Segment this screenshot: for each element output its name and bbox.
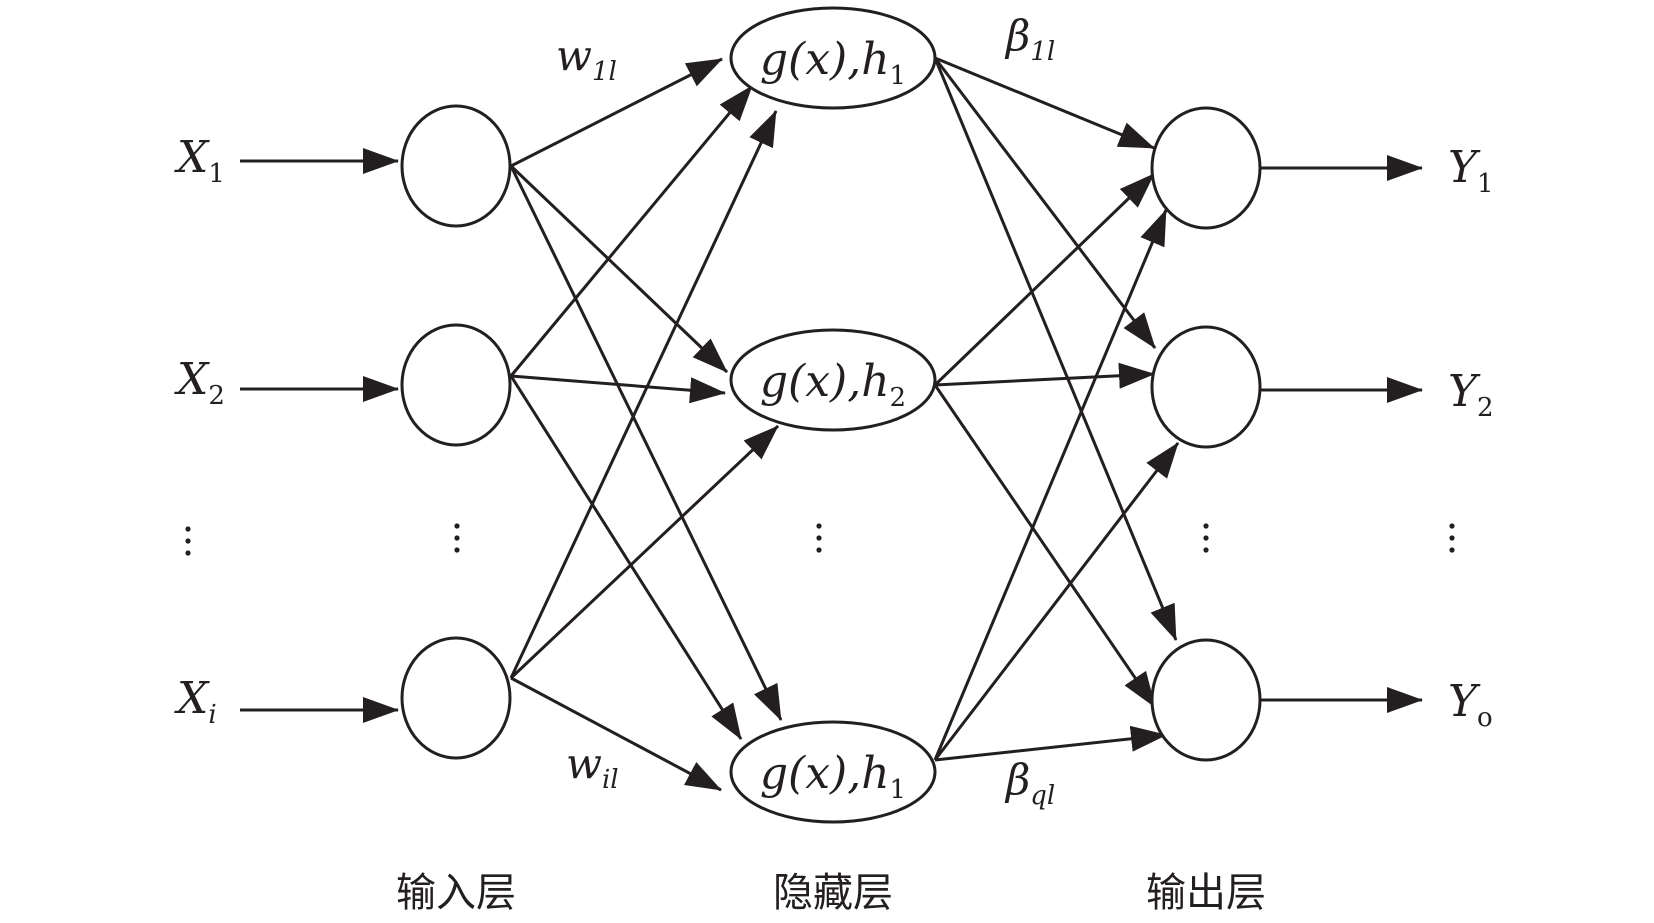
output-label-y1: Y1 xyxy=(1448,142,1494,199)
conn-in2-h3 xyxy=(509,375,743,740)
conn-ini-h3 xyxy=(510,676,722,792)
hidden-node-2 xyxy=(729,328,937,432)
hidden-node-3 xyxy=(729,720,937,824)
conn-h2-out1 xyxy=(933,172,1156,387)
layer-label-hidden: 隐藏层 xyxy=(773,870,893,916)
conn-ini-h1 xyxy=(509,110,778,679)
input-label-xi: Xi xyxy=(174,673,217,730)
vertical-ellipsis-input-labels xyxy=(185,526,191,556)
weight-label-wil: wil xyxy=(566,739,619,795)
weight-label-w1l: w1l xyxy=(556,31,617,87)
layer-label-input: 输入层 xyxy=(396,870,516,916)
hidden-node-3-label: g(x),h1 xyxy=(760,748,906,805)
conn-h2-outo xyxy=(933,384,1157,708)
output-label-y2: Y2 xyxy=(1448,366,1494,423)
input-label-x2: X2 xyxy=(174,354,225,411)
weight-label-b1l: β1l xyxy=(1004,11,1055,67)
vertical-ellipsis-output-nodes xyxy=(1203,523,1209,553)
output-node-1 xyxy=(1150,106,1262,230)
conn-in1-h1 xyxy=(510,57,723,168)
output-node-o xyxy=(1150,638,1262,762)
input-node-1 xyxy=(400,104,512,228)
hidden-node-1 xyxy=(729,6,937,110)
input-arrows xyxy=(240,148,399,723)
output-label-yo: Yo xyxy=(1448,676,1493,733)
input-layer-nodes xyxy=(400,104,512,760)
output-node-2 xyxy=(1150,325,1262,449)
conn-h3-out2 xyxy=(933,442,1180,761)
conn-h1-out2 xyxy=(933,57,1157,349)
input-label-x1: X1 xyxy=(174,132,225,189)
conn-h1-outo xyxy=(933,57,1178,641)
weight-label-bql: βql xyxy=(1004,755,1055,811)
hidden-layer-nodes xyxy=(729,6,937,824)
ellipsis-dots xyxy=(185,523,1455,556)
hidden-node-1-label: g(x),h1 xyxy=(760,34,906,91)
hidden-output-connections xyxy=(933,56,1180,762)
layer-label-output: 输出层 xyxy=(1146,870,1266,916)
conn-ini-h2 xyxy=(509,424,780,680)
input-hidden-connections xyxy=(509,57,783,792)
conn-in1-h2 xyxy=(509,164,729,374)
conn-in2-h2 xyxy=(510,374,726,404)
output-arrows xyxy=(1259,155,1423,713)
conn-h2-out2 xyxy=(934,362,1155,389)
input-node-i xyxy=(400,636,512,760)
vertical-ellipsis-input-nodes xyxy=(454,523,460,553)
output-layer-nodes xyxy=(1150,106,1262,762)
input-node-2 xyxy=(400,323,512,447)
vertical-ellipsis-hidden-nodes xyxy=(816,523,822,553)
conn-h1-out1 xyxy=(934,56,1155,150)
conn-in2-h1 xyxy=(509,85,754,377)
conn-h3-out1 xyxy=(933,209,1168,761)
hidden-node-2-label: g(x),h2 xyxy=(760,356,906,413)
conn-h3-outo xyxy=(934,725,1167,762)
conn-in1-h3 xyxy=(509,165,783,721)
vertical-ellipsis-output-labels xyxy=(1449,523,1455,553)
